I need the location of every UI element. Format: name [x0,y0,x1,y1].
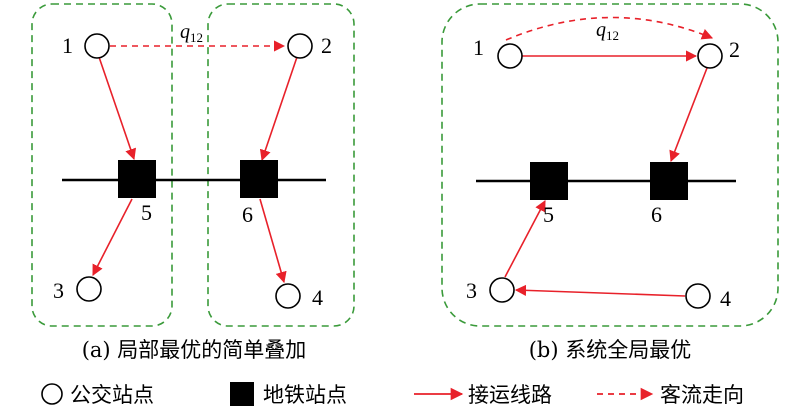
legend-metro-station-icon [230,382,254,406]
panel-b-node-label-3: 3 [466,278,477,303]
panel-a-bus-stop-4 [275,283,301,309]
panel-a-route-6-4 [259,198,287,284]
panel-a-node-label-1: 1 [62,33,73,58]
panel-a-metro-station-6 [240,160,278,198]
panel-a-node-label-4: 4 [312,285,323,310]
panel-a-right-group [207,3,355,327]
panel-a-route-2-6 [259,56,298,162]
panel-b-metro-station-5 [530,162,568,200]
legend-metro-station-label: 地铁站点 [263,383,347,407]
panel-a: q12 1 2 3 4 5 6 (a) 局部最优的简单叠加 [31,3,355,362]
panel-a-node-label-2: 2 [321,33,332,58]
panel-b-flow-label: q12 [596,19,619,43]
panel-b-node-label-6: 6 [651,202,662,227]
panel-a-route-1-5 [98,56,137,161]
panel-a-left-group [31,3,173,327]
panel-b-caption: (b) 系统全局最优 [529,338,692,362]
panel-a-metro-station-5 [118,160,156,198]
panel-b-route-4-3 [514,284,686,297]
panel-a-bus-stop-3 [76,276,102,302]
panel-a-flow-label: q12 [180,21,203,45]
panel-a-caption: (a) 局部最优的简单叠加 [82,338,307,362]
legend-bus-stop-label: 公交站点 [70,383,154,407]
legend: 公交站点 地铁站点 接运线路 客流走向 [41,382,744,407]
panel-a-bus-stop-1 [84,33,110,59]
panel-b-node-label-4: 4 [720,286,731,311]
panel-b-group [441,3,779,327]
panel-b-bus-stop-2 [697,43,723,69]
panel-a-route-5-3 [92,198,133,276]
panel-b-bus-stop-4 [685,283,711,309]
panel-b: q12 1 2 3 4 5 6 (b) 系统全局最优 [441,3,779,362]
panel-b-node-label-2: 2 [729,37,740,62]
panel-a-node-label-6: 6 [242,202,253,227]
panel-b-route-3-5 [504,200,546,278]
panel-a-bus-stop-2 [287,33,313,59]
panel-b-metro-station-6 [650,162,688,200]
panel-a-node-label-3: 3 [53,278,64,303]
panel-b-node-label-1: 1 [473,35,484,60]
panel-b-route-2-6 [669,67,708,163]
panel-b-flow-1-2 [505,16,714,41]
panel-a-node-label-5: 5 [141,200,152,225]
legend-passenger-flow-label: 客流走向 [660,383,744,407]
legend-feeder-route-label: 接运线路 [468,383,552,407]
panel-b-bus-stop-1 [497,43,523,69]
panel-b-bus-stop-3 [489,277,515,303]
legend-bus-stop-icon [41,383,63,405]
panel-b-node-label-5: 5 [543,202,554,227]
